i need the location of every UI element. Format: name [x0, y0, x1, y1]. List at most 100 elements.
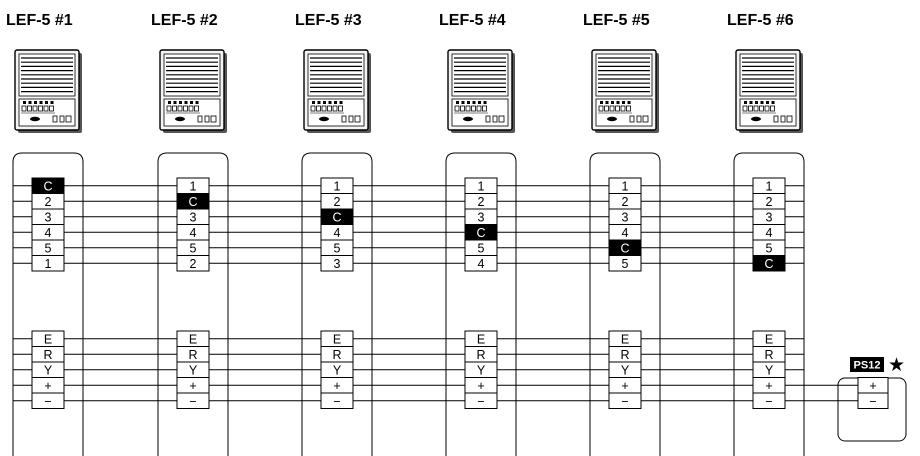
terminal-label: 3	[622, 210, 629, 224]
terminal-label: 2	[766, 195, 773, 209]
terminal-label: C	[620, 241, 629, 255]
terminal-label: 2	[622, 195, 629, 209]
call-terminal	[320, 255, 354, 272]
terminal-label: 5	[190, 241, 197, 255]
terminal-label: E	[189, 332, 197, 346]
common-terminal	[752, 255, 786, 272]
intercom-device-icon	[447, 49, 515, 133]
unit-label: LEF-5 #1	[6, 12, 73, 29]
terminal-label: −	[869, 394, 876, 408]
intercom-device-icon	[159, 49, 227, 133]
terminal-label: Y	[477, 363, 486, 377]
terminal-label: Y	[333, 363, 342, 377]
call-terminal	[31, 255, 65, 272]
control-terminal	[320, 392, 354, 409]
terminal-label: +	[189, 379, 196, 393]
terminal-label: C	[476, 226, 485, 240]
terminal-label: C	[188, 195, 197, 209]
control-terminal	[608, 392, 642, 409]
terminal-label: E	[333, 332, 341, 346]
unit-label: LEF-5 #3	[295, 12, 362, 29]
call-terminal	[608, 255, 642, 272]
terminal-panel	[12, 152, 84, 456]
terminal-label: 4	[622, 226, 629, 240]
call-terminal	[464, 255, 498, 272]
ps12-badge	[850, 357, 884, 372]
terminal-label: 3	[478, 210, 485, 224]
terminal-label: 1	[334, 179, 341, 193]
terminal-label: 1	[478, 179, 485, 193]
ps12-terminal	[857, 392, 889, 409]
terminal-label: 4	[766, 226, 773, 240]
terminal-label: R	[764, 348, 773, 362]
terminal-label: 3	[334, 257, 341, 271]
terminal-panel	[157, 152, 229, 456]
terminal-label: C	[43, 179, 52, 193]
terminal-label: −	[189, 394, 196, 408]
terminal-panel	[733, 152, 805, 456]
terminal-label: R	[43, 348, 52, 362]
unit-label: LEF-5 #4	[439, 12, 506, 29]
ps12-label: PS12	[854, 360, 881, 372]
terminal-label: +	[621, 379, 628, 393]
control-terminal	[176, 392, 210, 409]
terminal-label: 4	[478, 257, 485, 271]
terminal-label: −	[333, 394, 340, 408]
terminal-label: C	[764, 257, 773, 271]
control-terminal	[752, 392, 786, 409]
terminal-label: 3	[190, 210, 197, 224]
terminal-label: 2	[478, 195, 485, 209]
terminal-label: Y	[44, 363, 53, 377]
terminal-label: Y	[621, 363, 630, 377]
terminal-label: −	[477, 394, 484, 408]
terminal-label: 2	[190, 257, 197, 271]
intercom-device-icon	[14, 49, 82, 133]
terminal-label: −	[621, 394, 628, 408]
terminal-panel	[301, 152, 373, 456]
terminal-label: 4	[45, 226, 52, 240]
terminal-label: Y	[189, 363, 198, 377]
terminal-label: 3	[766, 210, 773, 224]
terminal-label: 4	[334, 226, 341, 240]
terminal-label: C	[332, 210, 341, 224]
call-terminal	[176, 255, 210, 272]
terminal-panel	[589, 152, 661, 456]
terminal-label: E	[765, 332, 773, 346]
unit-label: LEF-5 #5	[583, 12, 650, 29]
terminal-label: −	[44, 394, 51, 408]
terminal-panel	[445, 152, 517, 456]
terminal-label: +	[869, 379, 876, 393]
intercom-device-icon	[735, 49, 803, 133]
terminal-label: R	[620, 348, 629, 362]
terminal-label: 5	[622, 257, 629, 271]
terminal-label: +	[44, 379, 51, 393]
terminal-label: 2	[45, 195, 52, 209]
control-terminal	[31, 392, 65, 409]
terminal-label: 1	[622, 179, 629, 193]
terminal-label: +	[477, 379, 484, 393]
terminal-label: 1	[190, 179, 197, 193]
control-terminal	[464, 392, 498, 409]
terminal-label: −	[765, 394, 772, 408]
terminal-label: 4	[190, 226, 197, 240]
terminal-label: E	[477, 332, 485, 346]
star-icon: ★	[888, 354, 905, 376]
terminal-label: E	[621, 332, 629, 346]
unit-label: LEF-5 #2	[151, 12, 218, 29]
terminal-label: +	[333, 379, 340, 393]
terminal-label: Y	[765, 363, 774, 377]
terminal-label: 5	[45, 241, 52, 255]
intercom-device-icon	[303, 49, 371, 133]
terminal-label: +	[765, 379, 772, 393]
terminal-label: 3	[45, 210, 52, 224]
intercom-device-icon	[591, 49, 659, 133]
terminal-label: R	[476, 348, 485, 362]
unit-label: LEF-5 #6	[727, 12, 794, 29]
terminal-label: R	[332, 348, 341, 362]
